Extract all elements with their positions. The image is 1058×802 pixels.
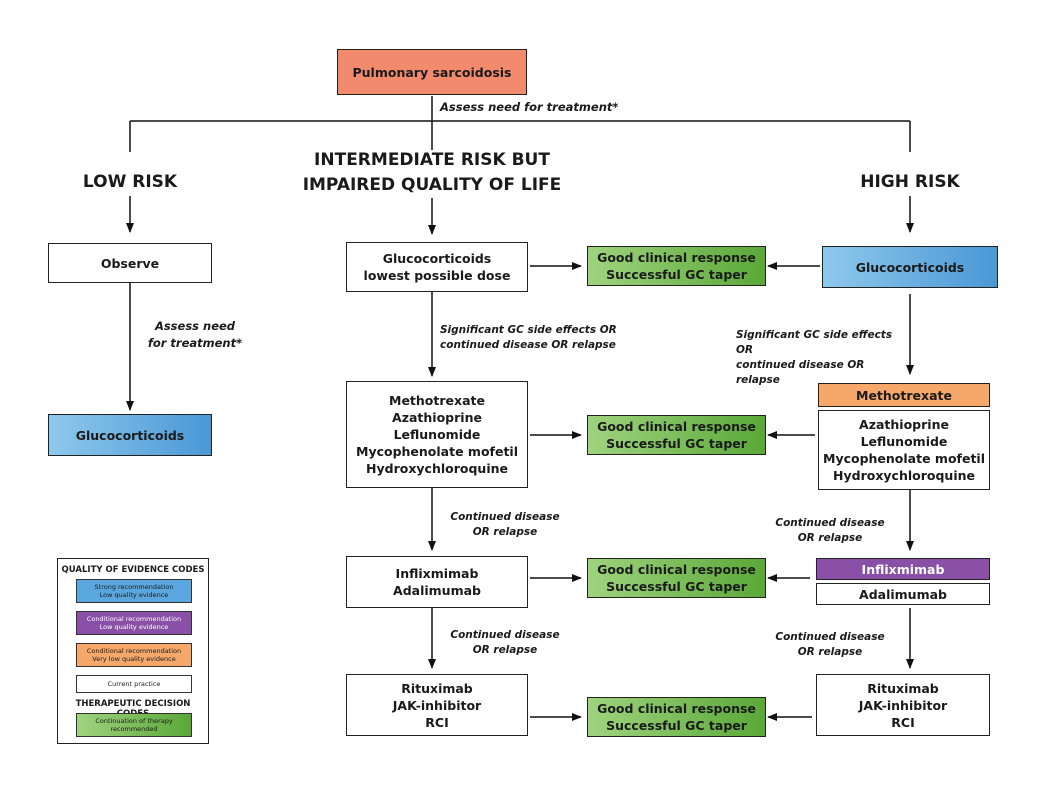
legend-current-practice: Current practice [76,675,192,693]
high-note-side-effects: Significant GC side effects OR continued… [736,329,893,386]
response-box-4: Good clinical response Successful GC tap… [587,697,766,737]
response-box-3: Good clinical response Successful GC tap… [587,558,766,598]
pulmonary-sarcoidosis-label: Pulmonary sarcoidosis [352,64,512,80]
high-methotrexate-box: Methotrexate [818,383,990,407]
header-intermediate-risk: INTERMEDIATE RISK BUT IMPAIRED QUALITY O… [302,150,562,195]
mid-glucocorticoids-box: Glucocorticoids lowest possible dose [346,242,528,292]
high-note-continued-1: Continued disease OR relapse [775,517,885,544]
mid-note-continued-1: Continued disease OR relapse [450,511,560,538]
high-infliximab-box: Inflixmimab [816,558,990,580]
response-box-1: Good clinical response Successful GC tap… [587,246,766,286]
mid-immunosuppressants-box: Methotrexate Azathioprine Leflunomide My… [346,381,528,488]
legend-continuation: Continuation of therapy recommended [76,713,192,737]
observe-box: Observe [48,243,212,283]
assess-need-low: Assess need for treatment* [147,319,243,350]
pulmonary-sarcoidosis-box: Pulmonary sarcoidosis [337,49,527,95]
mid-note-continued-2: Continued disease OR relapse [450,629,560,656]
response-box-2: Good clinical response Successful GC tap… [587,415,766,455]
mid-note-side-effects: Significant GC side effects OR continued… [440,324,617,351]
high-glucocorticoids-box: Glucocorticoids [822,246,998,288]
legend-evidence-title: QUALITY OF EVIDENCE CODES [61,565,205,575]
low-glucocorticoids-box: Glucocorticoids [48,414,212,456]
high-immunosuppressants-box: Azathioprine Leflunomide Mycophenolate m… [818,410,990,490]
header-low-risk: LOW RISK [82,172,178,192]
high-last-line-box: Rituximab JAK-inhibitor RCI [816,674,990,736]
legend-panel: QUALITY OF EVIDENCE CODES Strong recomme… [57,558,209,744]
mid-last-line-box: Rituximab JAK-inhibitor RCI [346,674,528,736]
legend-conditional-very-low: Conditional recommendation Very low qual… [76,643,192,667]
mid-biologics-box: Inflixmimab Adalimumab [346,556,528,608]
header-high-risk: HIGH RISK [860,172,960,192]
legend-strong-low: Strong recommendation Low quality eviden… [76,579,192,603]
assess-need-top: Assess need for treatment* [440,100,619,114]
high-adalimumab-box: Adalimumab [816,583,990,605]
legend-conditional-low: Conditional recommendation Low quality e… [76,611,192,635]
high-note-continued-2: Continued disease OR relapse [775,631,885,658]
